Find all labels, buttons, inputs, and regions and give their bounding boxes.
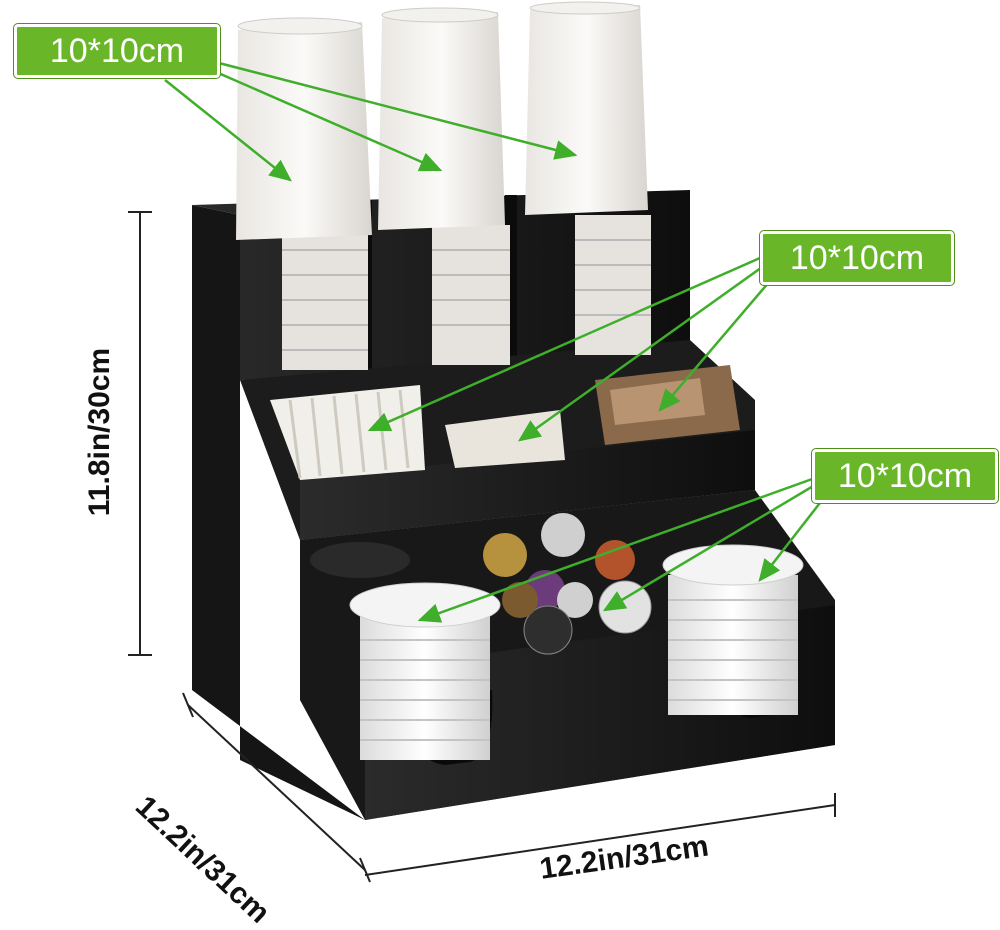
coffee-organizer-illustration (128, 1, 836, 883)
callout-top-cups: 10*10cm (14, 24, 220, 78)
callout-middle-bins: 10*10cm (760, 231, 954, 285)
coffee-pods-and-lids (310, 513, 804, 760)
dimension-lines (128, 211, 836, 883)
paper-cup-stacks (236, 1, 651, 370)
callout-bottom-bins: 10*10cm (812, 449, 998, 503)
height-dimension-label: 11.8in/30cm (83, 347, 116, 517)
callout-arrows (164, 60, 831, 623)
